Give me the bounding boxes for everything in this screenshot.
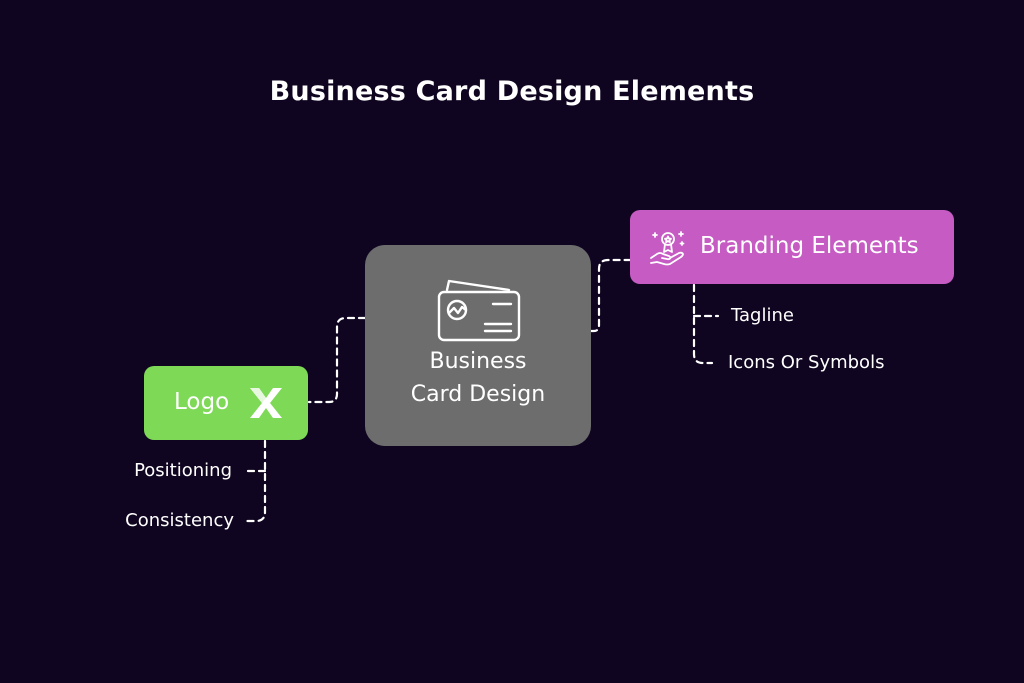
center-node-label: Business Card Design bbox=[365, 345, 591, 411]
leaf-icons-or-symbols: Icons Or Symbols bbox=[728, 352, 885, 373]
center-node-label-line2: Card Design bbox=[410, 382, 546, 407]
branch-node-branding-label: Branding Elements bbox=[700, 233, 919, 259]
diagram-title: Business Card Design Elements bbox=[269, 76, 755, 107]
connector-center-branding bbox=[589, 258, 632, 333]
x-logo-icon bbox=[250, 388, 282, 418]
center-node-label-line1: Business bbox=[429, 349, 527, 374]
center-node-business-card-design: Business Card Design bbox=[365, 245, 591, 446]
branch-node-logo: Logo bbox=[144, 366, 308, 440]
branch-node-branding-elements: Branding Elements bbox=[630, 210, 954, 284]
leaf-consistency: Consistency bbox=[125, 510, 234, 531]
award-hand-icon bbox=[650, 231, 685, 266]
connector-center-logo bbox=[307, 316, 367, 404]
business-card-icon bbox=[437, 279, 521, 342]
connector-logo-children bbox=[241, 439, 267, 523]
leaf-positioning: Positioning bbox=[134, 460, 232, 481]
leaf-tagline: Tagline bbox=[731, 305, 794, 326]
connector-branding-children bbox=[692, 283, 714, 365]
branch-node-logo-label: Logo bbox=[174, 389, 230, 415]
